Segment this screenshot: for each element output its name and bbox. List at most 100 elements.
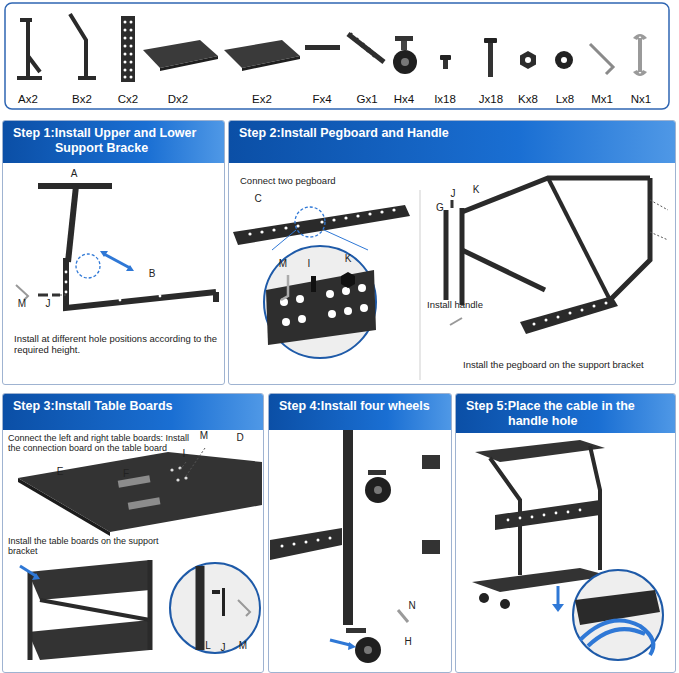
part-b (70, 14, 96, 78)
instruction-note: Install handle (427, 300, 517, 311)
part-label: Hx4 (382, 93, 426, 106)
part-label: Ax2 (6, 93, 50, 106)
callout-letter: M (233, 640, 253, 652)
null-shape-shape (130, 53, 133, 56)
step-heading: Step 2:Install Pegboard and Handle (229, 121, 675, 163)
null-shape-shape (124, 45, 127, 48)
instruction-note: Install at different hole positions acco… (14, 334, 219, 356)
part-n (633, 34, 647, 76)
callout-letter: N (402, 600, 422, 612)
part-a (17, 20, 42, 78)
parts-box-shape (5, 3, 669, 109)
null-shape-shape (130, 37, 133, 40)
part-h-shape (395, 36, 413, 41)
part-k (520, 51, 536, 69)
part-label: Lx8 (543, 93, 587, 106)
part-i-shape (440, 55, 451, 60)
part-m-shape (590, 44, 613, 74)
part-k-shape (520, 51, 536, 69)
part-label: Cx2 (106, 93, 150, 106)
part-i-shape (443, 60, 448, 69)
part-h-shape (401, 41, 407, 50)
step-panel: Step 2:Install Pegboard and Handle (228, 120, 676, 385)
step-panel: Step 5:Place the cable in the handle hol… (455, 393, 676, 673)
step-heading: Step 3:Install Table Boards (3, 394, 263, 430)
callout-letter: J (213, 642, 233, 654)
part-k-shape (525, 57, 531, 63)
callout-letter: F (116, 468, 136, 480)
step-heading: Step 5:Place the cable in the handle hol… (456, 394, 675, 433)
part-d-shape (160, 56, 218, 71)
callout-letter: M (12, 298, 32, 310)
part-h-shape (401, 58, 409, 66)
part-label: Nx1 (619, 93, 663, 106)
callout-letter: A (64, 168, 84, 180)
callout-letter: G (430, 202, 450, 214)
part-d (143, 40, 218, 71)
part-label: Ix18 (423, 93, 467, 106)
null-shape-shape (130, 45, 133, 48)
null-shape-shape (124, 76, 127, 79)
instruction-note: Install the table boards on the support … (8, 536, 168, 557)
null-shape-shape (124, 69, 127, 72)
null-shape-shape (124, 29, 127, 32)
callout-letter: J (443, 188, 463, 200)
part-b-shape (70, 14, 96, 78)
part-f-shape (305, 45, 340, 50)
part-g-shape (348, 34, 384, 62)
part-label: Mx1 (580, 93, 624, 106)
callout-letter: M (194, 430, 214, 442)
null-shape-shape (130, 69, 133, 72)
null-shape-shape (124, 21, 127, 24)
part-label: Gx1 (345, 93, 389, 106)
callout-letter: D (230, 432, 250, 444)
callout-letter: M (273, 258, 293, 270)
part-m (590, 44, 613, 74)
part-a-shape (17, 20, 42, 78)
step-heading: Step 4:Install four wheels (269, 394, 451, 430)
part-c-shape (121, 16, 135, 82)
part-g-shape (349, 33, 376, 57)
part-label: Kx8 (506, 93, 550, 106)
part-l-shape (555, 51, 573, 69)
part-g (348, 33, 384, 62)
part-l (555, 51, 573, 69)
null-shape-shape (130, 61, 133, 64)
callout-letter: K (466, 184, 486, 196)
step-heading: Step 1:Install Upper and Lower Support B… (3, 121, 224, 163)
part-h-shape (393, 50, 417, 74)
callout-letter: L (198, 640, 218, 652)
callout-letter: B (142, 268, 162, 280)
part-c (121, 16, 135, 82)
callout-letter: C (248, 193, 268, 205)
part-h (393, 36, 417, 74)
part-i (440, 55, 451, 69)
null-shape-shape (130, 29, 133, 32)
null-shape-shape (130, 21, 133, 24)
part-f (305, 45, 340, 50)
part-label: Jx18 (469, 93, 513, 106)
instruction-note: Install the pegboard on the support brac… (463, 360, 673, 371)
part-e-shape (242, 56, 300, 71)
callout-letter: K (338, 253, 358, 265)
null-shape (124, 21, 133, 79)
null-shape-shape (124, 61, 127, 64)
part-label: Ex2 (240, 93, 284, 106)
callout-letter: H (398, 636, 418, 648)
part-label: Bx2 (60, 93, 104, 106)
part-label: Dx2 (156, 93, 200, 106)
part-l-shape (561, 57, 567, 63)
part-j-shape (484, 38, 497, 43)
instruction-note: Connect two pegboard (240, 176, 400, 187)
instruction-note: Connect the left and right table boards:… (8, 433, 198, 454)
callout-letter: I (174, 448, 194, 460)
part-d-shape (143, 40, 218, 68)
part-n-shape (638, 38, 642, 72)
null-shape-shape (130, 76, 133, 79)
step-panel: Step 4:Install four wheels (268, 393, 452, 673)
null-shape-shape (124, 53, 127, 56)
part-e (224, 40, 300, 71)
callout-letter: E (50, 466, 70, 478)
part-n-shape (633, 34, 647, 76)
